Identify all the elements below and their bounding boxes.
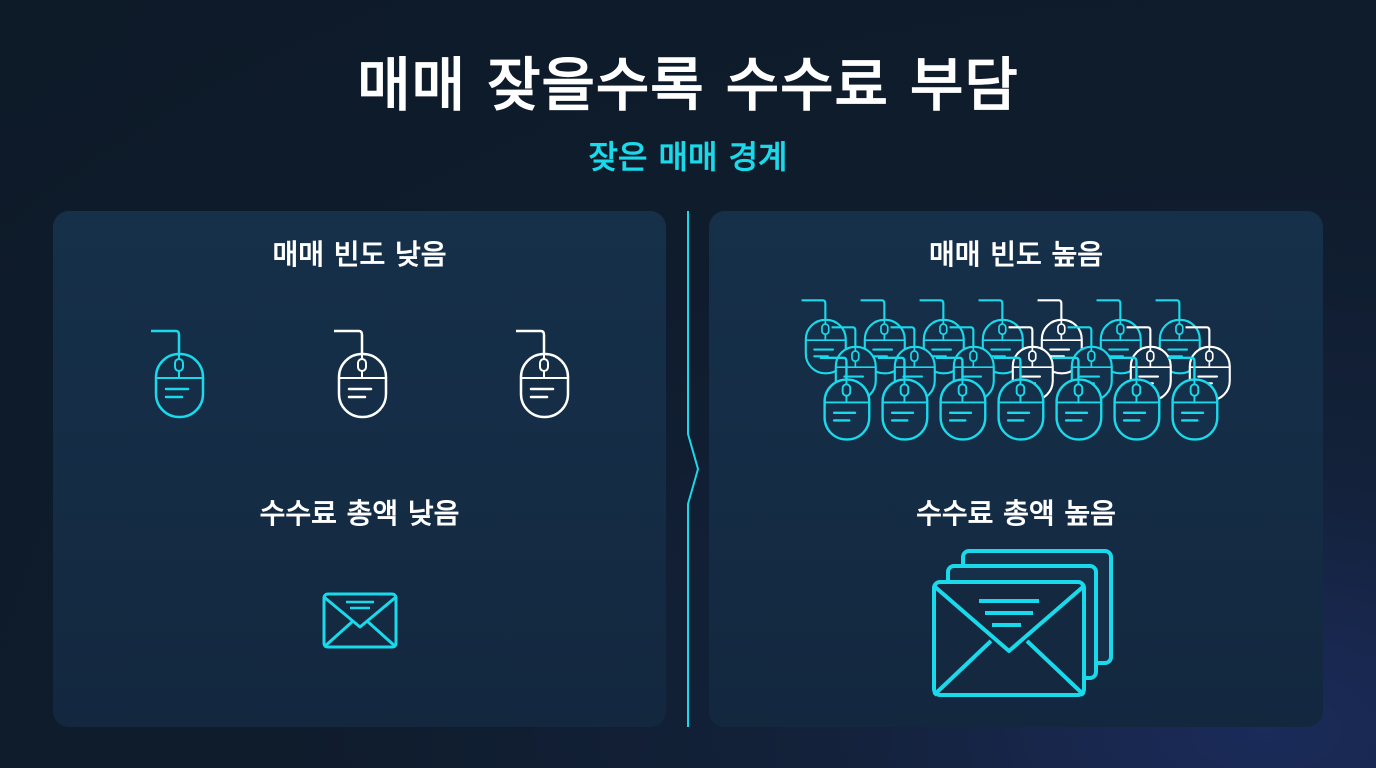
mouse-icon: [935, 356, 987, 441]
low-frequency-label: 매매 빈도 낮음: [272, 238, 447, 271]
low-fee-label: 수수료 총액 낮음: [259, 497, 460, 530]
mouse-icon: [151, 329, 205, 419]
mouse-icon: [819, 356, 871, 441]
high-frequency-panel: 매매 빈도 높음 수수료 총액 높음: [709, 211, 1323, 727]
high-frequency-label: 매매 빈도 높음: [928, 238, 1104, 271]
mouse-cluster: [801, 299, 1231, 441]
mouse-icon: [516, 329, 570, 419]
mouse-icon: [334, 329, 388, 419]
divider-line: [687, 211, 700, 727]
mouse-icon: [1109, 356, 1161, 441]
page-title: 매매 잦을수록 수수료 부담: [357, 51, 1019, 119]
mouse-icon: [993, 356, 1045, 441]
low-frequency-panel: 매매 빈도 낮음 수수료 총액: [53, 211, 666, 727]
envelope-stack-icon: [932, 549, 1113, 697]
page-subtitle: 잦은 매매 경계: [588, 138, 788, 176]
high-fee-label: 수수료 총액 높음: [916, 497, 1116, 530]
mouse-icon: [877, 356, 929, 441]
mouse-icon: [1051, 356, 1103, 441]
mouse-icon: [1167, 356, 1219, 441]
envelope-icon: [322, 592, 398, 649]
